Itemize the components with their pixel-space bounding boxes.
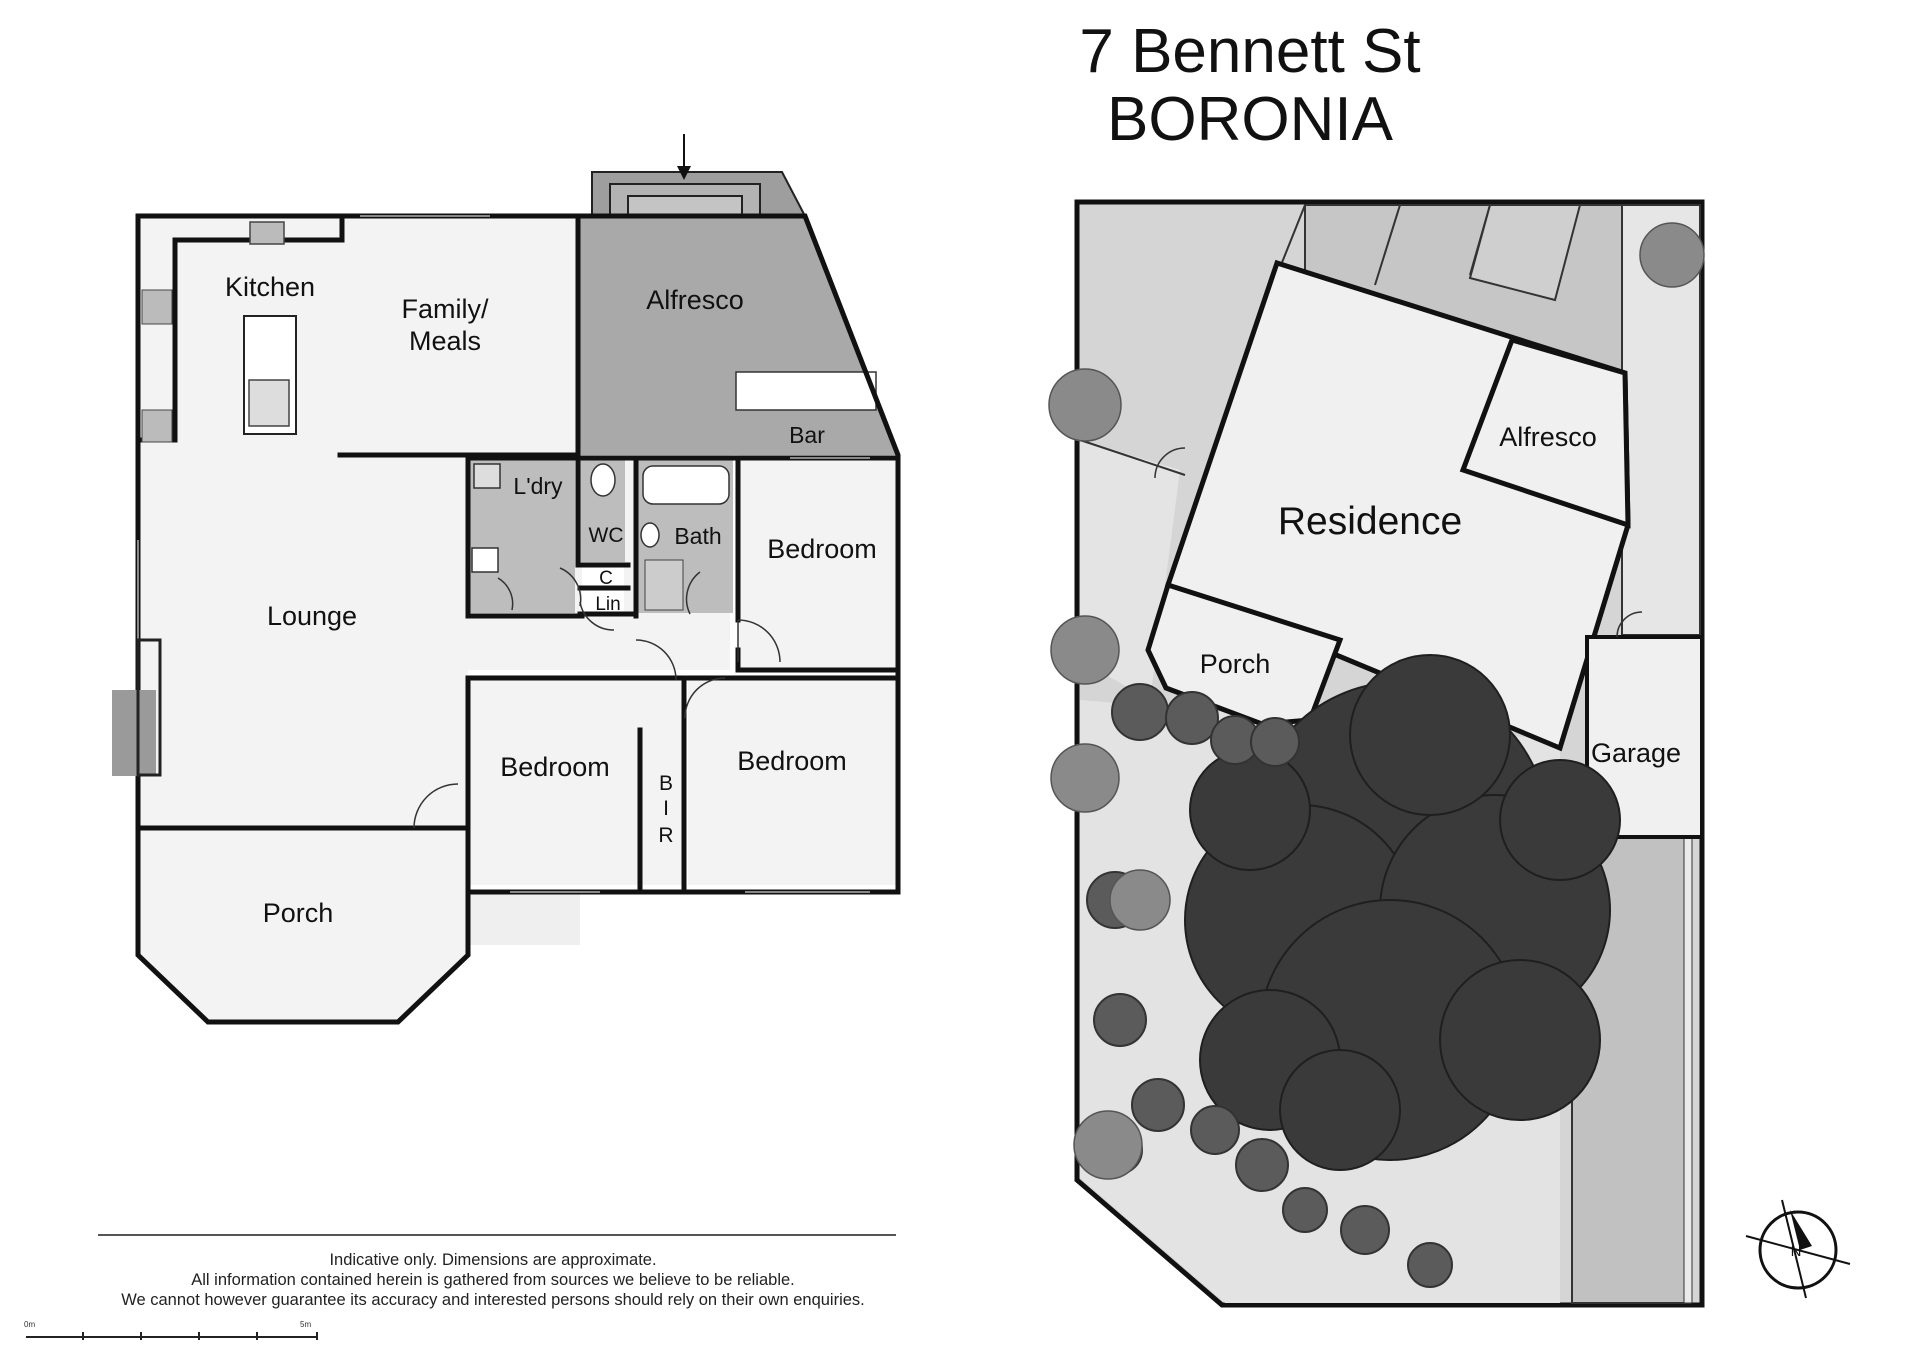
label-family-meals-1: Family/ — [402, 294, 489, 324]
label-cupboard: C — [599, 568, 613, 589]
entry-arrow-icon — [677, 166, 691, 180]
footer-rule — [98, 1234, 896, 1236]
label-bedroom-south: Bedroom — [737, 746, 847, 776]
site-door-swing-1 — [1154, 447, 1186, 479]
bathtub-icon — [642, 465, 730, 505]
appliance-icon — [141, 409, 173, 443]
windows — [137, 215, 870, 893]
label-site-porch: Porch — [1200, 649, 1271, 679]
shower-icon — [644, 559, 684, 611]
address-street: 7 Bennett St — [1079, 17, 1421, 86]
washing-machine-icon — [471, 547, 499, 573]
disclaimer-line-3: We cannot however guarantee its accuracy… — [121, 1291, 865, 1309]
label-site-alfresco: Alfresco — [1499, 422, 1597, 452]
svg-text:N: N — [1791, 1243, 1802, 1260]
alfresco-building — [1459, 336, 1631, 529]
label-alfresco: Alfresco — [646, 285, 744, 315]
linen-area — [582, 590, 624, 612]
label-residence: Residence — [1278, 500, 1462, 543]
scale-tick-1 — [140, 1332, 142, 1340]
scale-tick-0 — [82, 1332, 84, 1340]
label-bir-3: R — [658, 824, 673, 847]
toilet-icon — [590, 463, 616, 497]
scale-tick-4 — [316, 1332, 318, 1340]
scale-tick-3 — [256, 1332, 258, 1340]
cupboard-area — [582, 566, 624, 586]
label-wc: WC — [589, 524, 624, 547]
label-laundry: L'dry — [513, 473, 563, 499]
label-linen: Lin — [595, 594, 620, 615]
basin-icon — [640, 522, 660, 548]
scale-start-label: 0m — [24, 1320, 36, 1329]
label-garage: Garage — [1591, 738, 1681, 768]
fireplace-hearth — [136, 638, 162, 777]
label-family-meals-2: Meals — [409, 326, 481, 356]
address-suburb: BORONIA — [1107, 85, 1393, 154]
grey-trees — [1048, 222, 1705, 1180]
label-porch: Porch — [263, 898, 334, 928]
laundry-tub-icon — [473, 463, 501, 489]
bar-counter — [735, 371, 877, 411]
label-bedroom-middle: Bedroom — [500, 752, 610, 782]
label-bir-2: I — [663, 797, 669, 820]
cooktop-icon — [249, 221, 285, 245]
tree-canopy — [1184, 654, 1621, 1171]
scale-bar — [26, 1336, 318, 1338]
fireplace-icon — [112, 690, 156, 776]
label-kitchen: Kitchen — [225, 272, 315, 302]
label-bedroom-east: Bedroom — [767, 534, 877, 564]
door-swings — [413, 567, 781, 829]
kitchen-sink-icon — [248, 379, 290, 427]
fridge-icon — [141, 289, 173, 325]
site-door-swing-2 — [1616, 611, 1643, 638]
label-bir-1: B — [659, 772, 673, 795]
label-lounge: Lounge — [267, 601, 357, 631]
scale-end-label: 5m — [300, 1320, 312, 1329]
north-arrow-compass-icon: N — [1745, 1199, 1851, 1299]
label-bath: Bath — [674, 523, 721, 549]
driveway-edge — [1683, 837, 1693, 1304]
disclaimer-line-1: Indicative only. Dimensions are approxim… — [329, 1251, 657, 1269]
disclaimer-line-2: All information contained herein is gath… — [191, 1271, 795, 1289]
scale-tick-2 — [198, 1332, 200, 1340]
site-fence-line — [1079, 439, 1186, 476]
label-bar: Bar — [789, 422, 825, 448]
